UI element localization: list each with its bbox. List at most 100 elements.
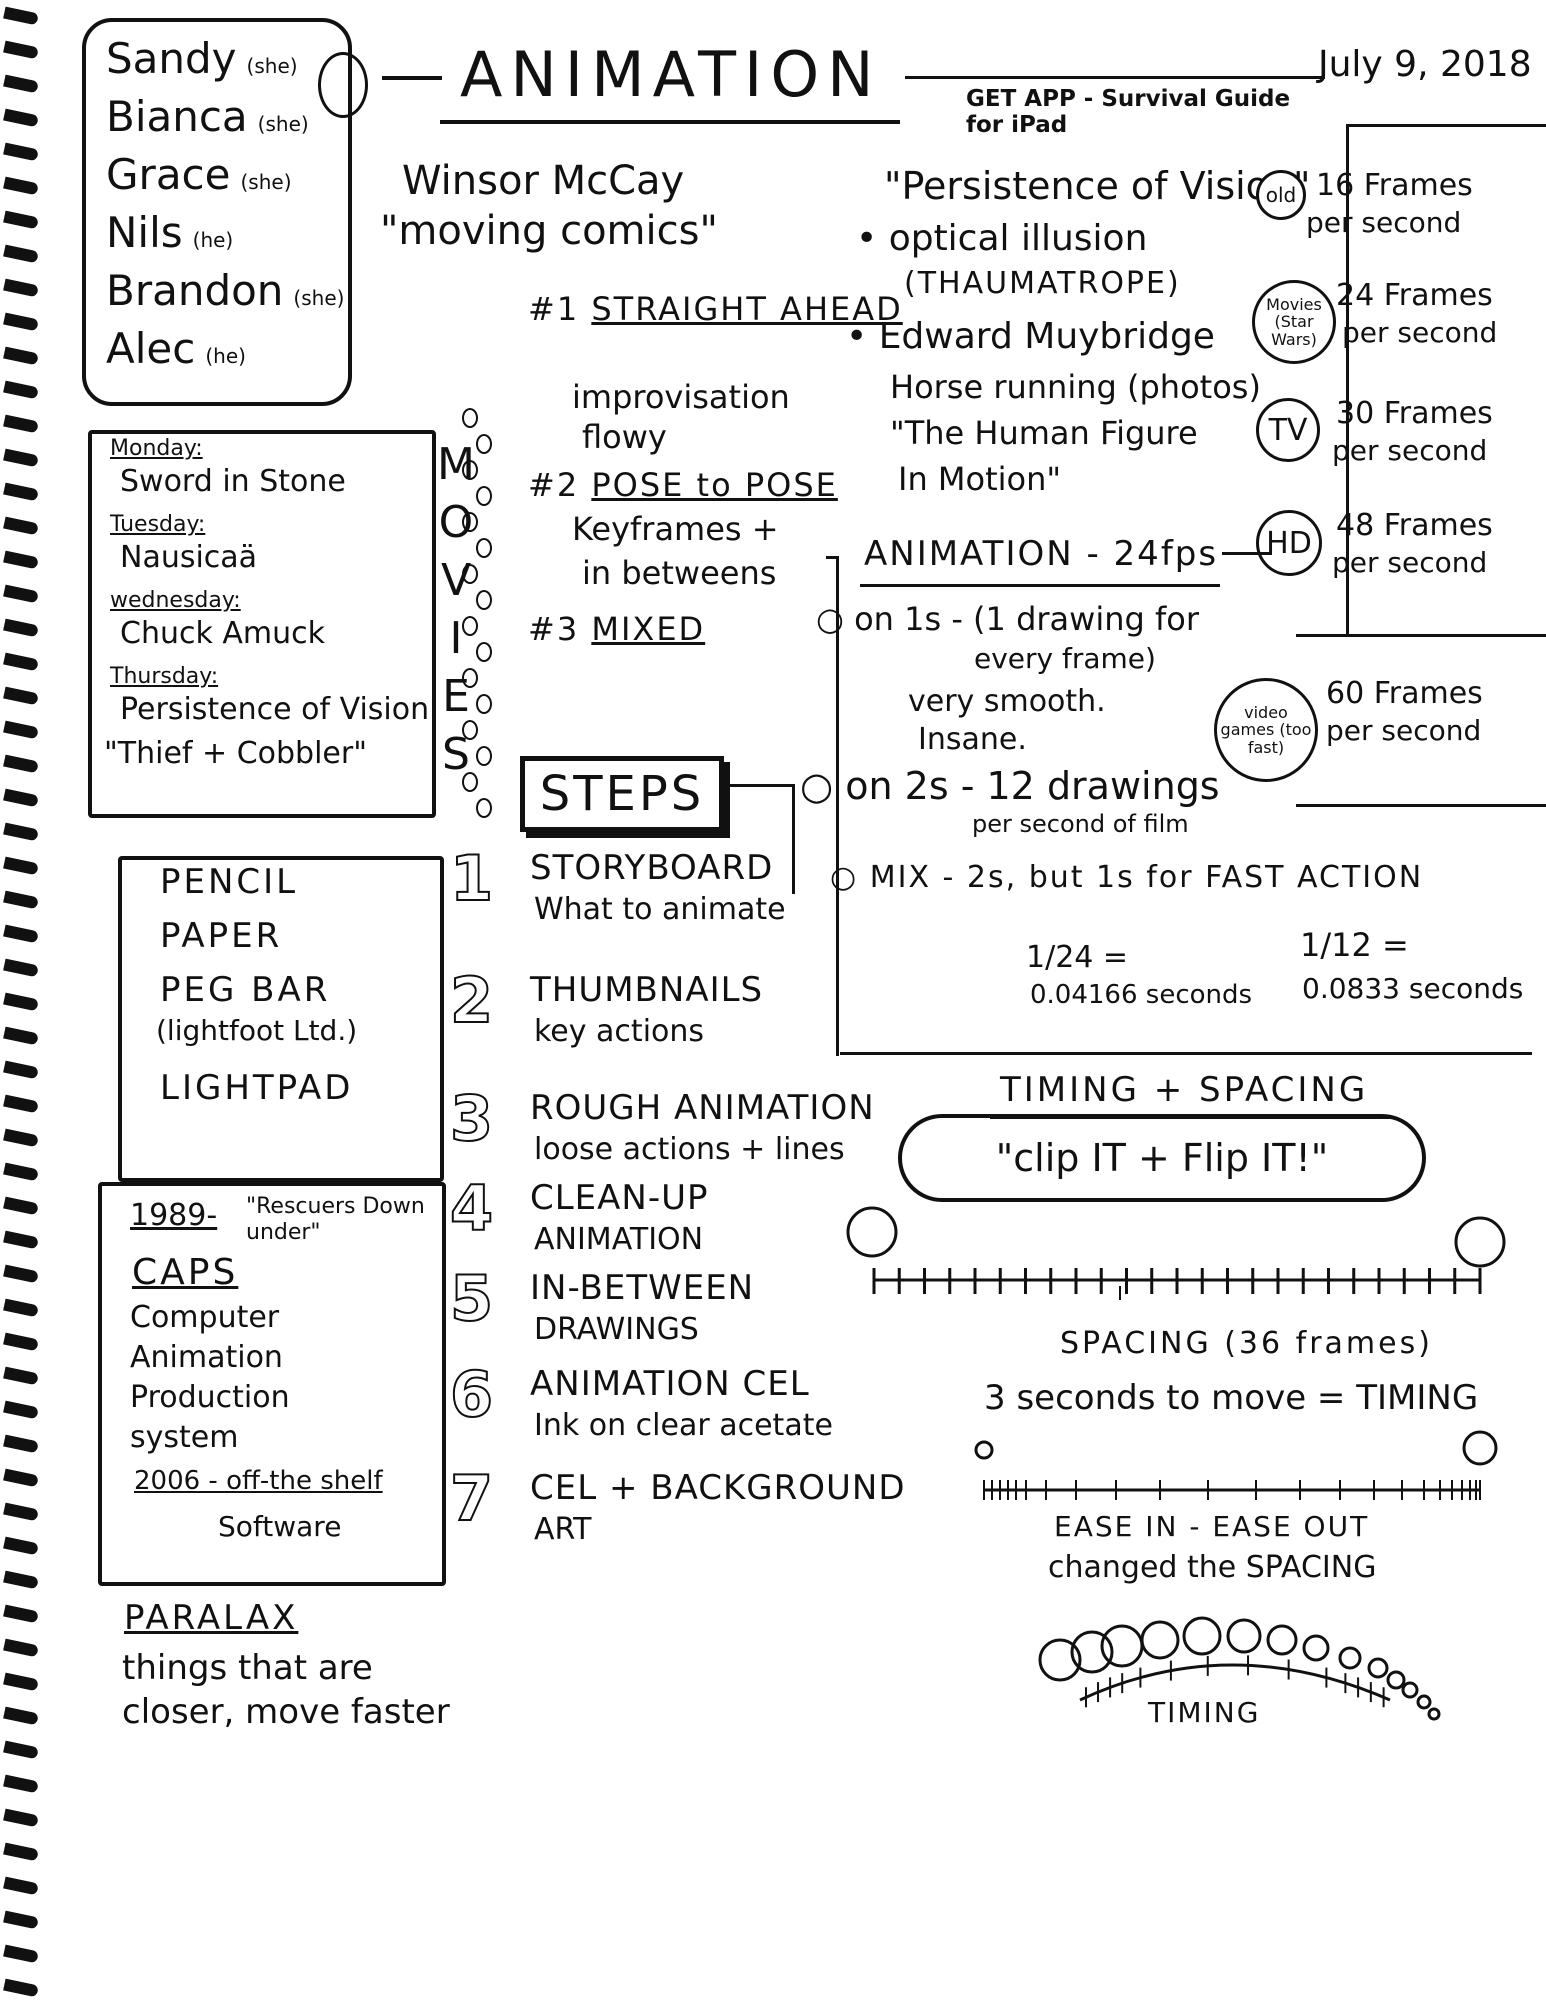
method-desc: Keyframes + [572, 510, 779, 548]
reel-hole [462, 408, 478, 428]
fps-device-label: video games (too fast) [1214, 678, 1318, 782]
anim24-title: ANIMATION - 24fps [864, 534, 1219, 574]
anim24-on1-text: on 1s - (1 drawing for [854, 600, 1199, 638]
material-item: (lightfoot Ltd.) [156, 1014, 358, 1047]
person-name: Brandon [106, 266, 284, 315]
person-pronoun: (she) [257, 112, 309, 136]
anim-bracket-tick [826, 556, 838, 559]
title-underline [440, 120, 900, 124]
person-pronoun: (she) [293, 286, 345, 310]
spiral-coil [3, 584, 39, 604]
arc-ball [1386, 1670, 1406, 1690]
step-title: THUMBNAILS [530, 970, 764, 1010]
step-number: 6 [449, 1357, 494, 1432]
spiral-coil [3, 856, 39, 876]
spiral-binding [0, 0, 48, 2000]
arc-ball [1140, 1620, 1180, 1660]
anim24-f1: 1/24 = [1026, 940, 1129, 975]
arc-ball [1266, 1624, 1298, 1656]
step-title: ROUGH ANIMATION [530, 1088, 875, 1128]
arc-ball [1038, 1638, 1082, 1682]
fps-bracket-mid [1296, 634, 1546, 637]
arc-ball [1226, 1618, 1262, 1654]
fps-device-label: Movies (Star Wars) [1252, 280, 1336, 364]
spiral-coil [3, 142, 39, 162]
ease-ball-end [1462, 1430, 1498, 1466]
spiral-coil [3, 890, 39, 910]
steps-connector [726, 784, 794, 787]
method-number: #1 [528, 290, 592, 328]
reel-hole [462, 616, 478, 636]
reel-hole [462, 512, 478, 532]
method-number: #2 [528, 466, 592, 504]
ease-ball-start [974, 1440, 994, 1460]
reel-hole [462, 772, 478, 792]
spiral-coil [3, 1706, 39, 1726]
reel-hole [476, 642, 492, 662]
fps-device-label: TV [1256, 398, 1320, 462]
spiral-coil [3, 1808, 39, 1828]
method-title: MIXED [591, 610, 706, 648]
step-number: 4 [449, 1171, 494, 1246]
paralax-title: PARALAX [124, 1598, 299, 1638]
spiral-coil [3, 1230, 39, 1250]
material-item: LIGHTPAD [160, 1068, 354, 1108]
schedule-movie: Persistence of Vision [120, 692, 430, 727]
spiral-coil [3, 1502, 39, 1522]
spiral-coil [3, 1536, 39, 1556]
spiral-coil [3, 1366, 39, 1386]
anim24-mix-text: MIX - 2s, but 1s for FAST ACTION [869, 860, 1424, 895]
spiral-coil [3, 1910, 39, 1930]
spiral-coil [3, 1196, 39, 1216]
reel-hole [476, 486, 492, 506]
arc-ball [1182, 1616, 1222, 1656]
anim24-title-underline [860, 584, 1220, 587]
spiral-coil [3, 822, 39, 842]
spiral-coil [3, 1774, 39, 1794]
person-pronoun: (she) [246, 54, 298, 78]
spiral-coil [3, 346, 39, 366]
arc-ball [1302, 1634, 1330, 1662]
spiral-coil [3, 1332, 39, 1352]
name-row: Grace(she) [106, 150, 292, 199]
spiral-coil [3, 278, 39, 298]
spiral-coil [3, 550, 39, 570]
method-heading: #1 STRAIGHT AHEAD [528, 290, 903, 328]
person-name: Nils [106, 208, 183, 257]
reel-hole [476, 746, 492, 766]
step-number: 1 [449, 841, 494, 916]
persistence-b2b: Horse running (photos) [890, 368, 1261, 406]
title-dash [382, 76, 442, 80]
spiral-coil [3, 1978, 39, 1998]
timing-seconds: 3 seconds to move = TIMING [984, 1378, 1479, 1418]
spiral-coil [3, 1162, 39, 1182]
spiral-coil [3, 992, 39, 1012]
step-title: STORYBOARD [530, 848, 774, 888]
spiral-coil [3, 448, 39, 468]
spiral-coil [3, 1264, 39, 1284]
caps-acronym: CAPS [132, 1252, 239, 1293]
timing-spacing: SPACING (36 frames) [1060, 1326, 1433, 1361]
spiral-coil [3, 482, 39, 502]
fps-bracket-top [1346, 124, 1546, 127]
date: July 9, 2018 [1318, 44, 1532, 85]
spiral-coil [3, 1944, 39, 1964]
caps-year1-title: "Rescuers Down under" [246, 1194, 425, 1245]
step-title: IN-BETWEEN [530, 1268, 755, 1308]
timing-diagram [846, 1206, 1506, 1721]
anim24-to-hd [1222, 552, 1272, 555]
reel-hole [476, 798, 492, 818]
spiral-coil [3, 1434, 39, 1454]
caps-year2-software: Software [218, 1510, 342, 1543]
step-number: 2 [449, 963, 494, 1038]
spiral-coil [3, 40, 39, 60]
reel-hole [476, 434, 492, 454]
spiral-coil [3, 1298, 39, 1318]
mccay-name: Winsor McCay [402, 158, 685, 204]
spiral-coil [3, 720, 39, 740]
spiral-coil [3, 1876, 39, 1896]
material-item: PEG BAR [160, 970, 331, 1010]
spiral-coil [3, 1400, 39, 1420]
fps-rate-unit: per second [1332, 434, 1488, 467]
